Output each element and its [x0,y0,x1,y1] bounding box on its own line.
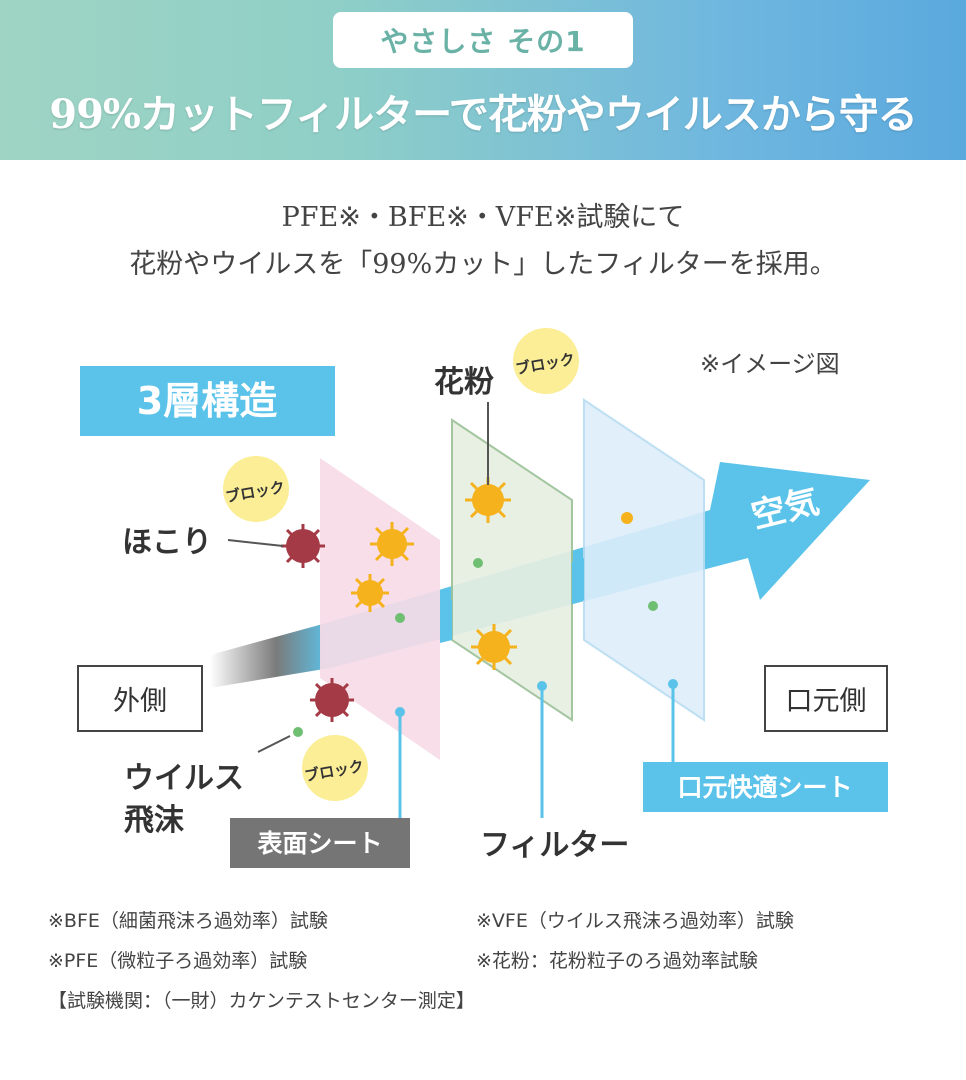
droplet-particle [648,601,658,611]
block-badge [302,735,368,801]
dust-label: ほこり [122,525,212,560]
comfort-sheet-tag [643,762,888,812]
filter-layer [451,418,573,722]
pollen-particle [351,574,389,612]
footnote-pfe: ※PFE（微粒子ろ過効率）試験 [48,950,308,972]
headline: 99%カットフィルターで花粉やウイルスから守る [49,91,917,138]
pollen-particle [370,522,414,566]
badge-label: やさしさ その1 [333,12,633,68]
structure-label-box [80,366,335,436]
surface-sheet-layer [320,458,440,760]
header-banner: やさしさ その1 99%カットフィルターで花粉やウイルスから守る [0,0,966,160]
intro-line-2: 花粉やウイルスを「99%カット」したフィルターを採用。 [129,249,837,280]
dust-particle [310,678,354,722]
outside-label: 外側 [113,686,167,717]
comfort-sheet-label: 口元快適シート [677,773,852,802]
dust-particle [281,524,325,568]
pollen-particle [471,624,517,670]
droplet-particle [473,558,483,568]
outside-box [77,665,203,732]
surface-sheet-tag [230,818,410,868]
comfort-sheet-layer [583,398,705,722]
mouth-side-box [764,665,888,732]
pollen-particle [465,477,511,523]
air-arrow-tail [210,622,330,688]
mouth-side-label: 口元側 [786,686,867,717]
three-layer-diagram: 空気 3層構造 ※イメージ図 花粉 ブロック [77,328,888,868]
surface-sheet-label: 表面シート [257,829,382,858]
intro-line-1: PFE※・BFE※・VFE※試験にて [281,202,685,233]
block-badge [223,456,289,522]
filter-label: フィルター [480,828,629,863]
pollen-label: 花粉 [434,365,494,400]
droplet-particle [293,727,303,737]
footnote-pollen: ※花粉：花粉粒子のろ過効率試験 [476,950,758,972]
footnote-org: 【試験機関：（一財）カケンテストセンター測定】 [48,990,475,1012]
structure-label: 3層構造 [137,379,277,423]
block-badge [513,328,579,394]
pollen-dot [621,512,633,524]
image-note: ※イメージ図 [700,350,840,378]
virus-label-line2: 飛沫 [124,803,184,838]
virus-label-line1: ウイルス [124,761,244,796]
footnote-bfe: ※BFE（細菌飛沫ろ過効率）試験 [48,910,328,932]
droplet-particle [395,613,405,623]
footnote-vfe: ※VFE（ウイルス飛沫ろ過効率）試験 [476,910,794,932]
